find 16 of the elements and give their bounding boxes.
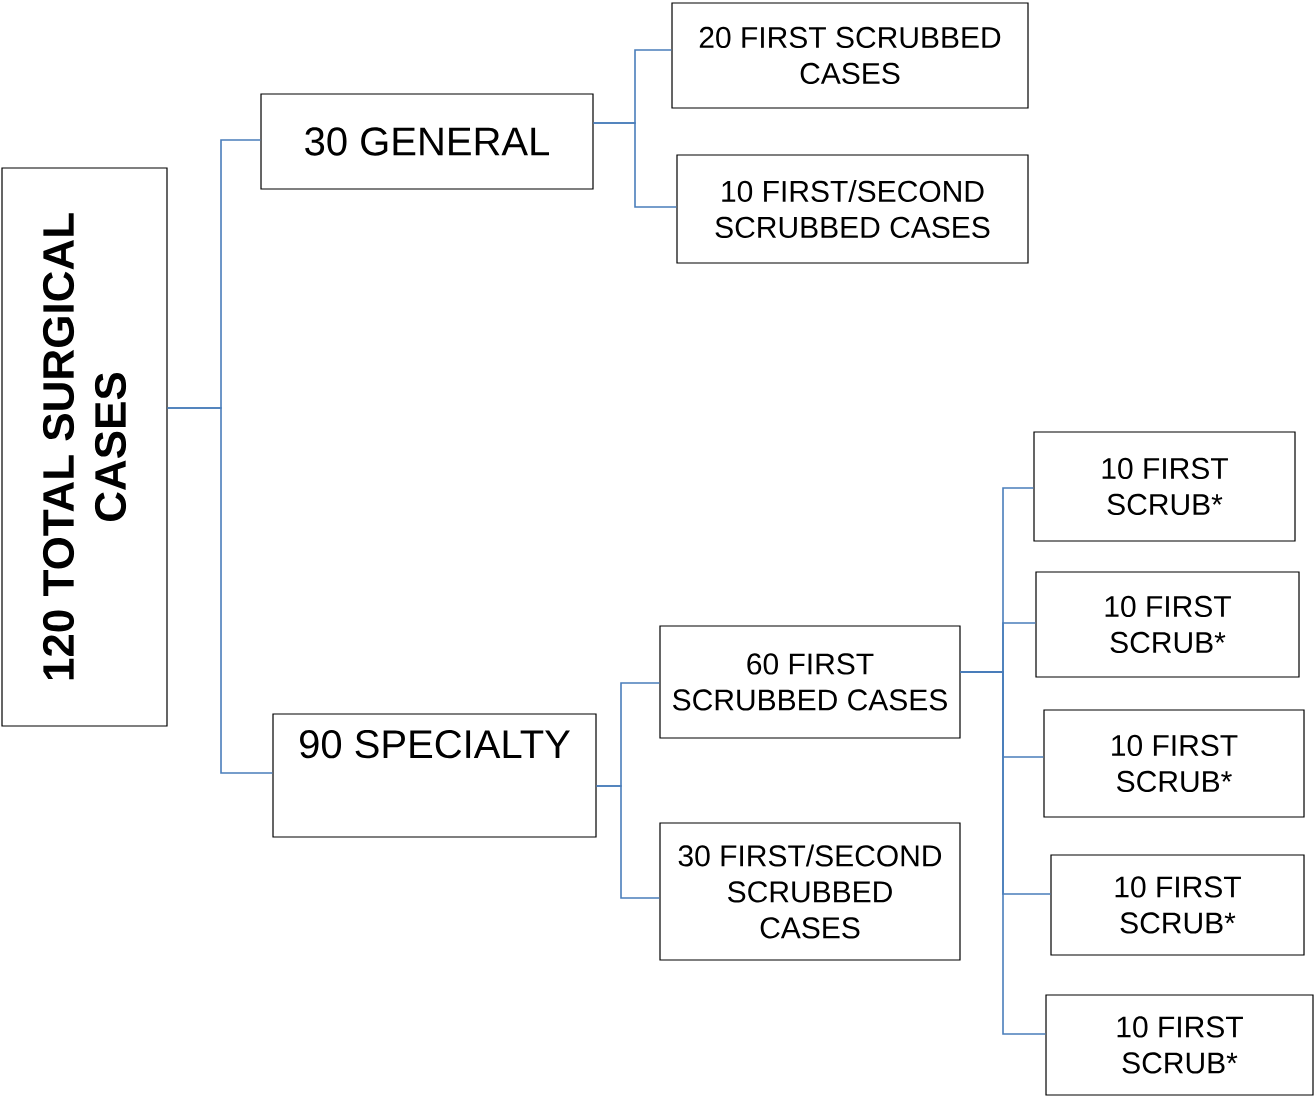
category-box: 90 SPECIALTY (272, 713, 597, 838)
connector-line (959, 671, 1047, 1035)
category-box: 10 FIRST SCRUB* (1035, 571, 1300, 678)
category-box: 10 FIRST SCRUB* (1050, 854, 1305, 956)
category-box: 10 FIRST SCRUB* (1033, 431, 1296, 542)
category-box: 10 FIRST SCRUB* (1045, 994, 1314, 1096)
connector-line (166, 407, 274, 774)
total-box: 120 TOTAL SURGICAL CASES (1, 167, 168, 727)
connector-line (595, 785, 661, 899)
category-box: 60 FIRST SCRUBBED CASES (659, 625, 961, 739)
category-box: 10 FIRST SCRUB* (1043, 709, 1305, 818)
category-box: 20 FIRST SCRUBBED CASES (671, 2, 1029, 109)
connector-line (592, 122, 678, 208)
category-box: 30 GENERAL (260, 93, 594, 190)
category-box: 30 FIRST/SECOND SCRUBBED CASES (659, 822, 961, 961)
category-box: 10 FIRST/SECOND SCRUBBED CASES (676, 154, 1029, 264)
